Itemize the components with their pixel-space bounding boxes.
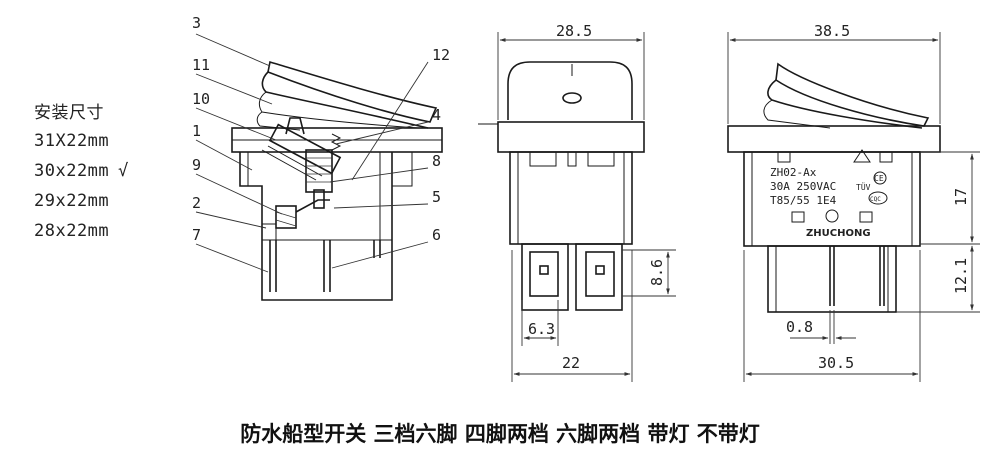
part-number-7: 7 <box>192 226 201 244</box>
part-number-4: 4 <box>432 106 441 124</box>
dim-side-width-top: 38.5 <box>814 22 850 40</box>
part-number-9: 9 <box>192 156 201 174</box>
dim-front-width-top: 28.5 <box>556 22 592 40</box>
mount-size-title: 安装尺寸 <box>34 103 104 123</box>
brand-logo-icon <box>825 209 839 223</box>
part-number-12: 12 <box>432 46 450 64</box>
side-label-brand: ZHUCHONG <box>806 228 871 239</box>
dim-height-upper: 17 <box>952 188 970 206</box>
ce-mark: CE <box>874 174 884 183</box>
cross-section-view: 3 11 10 1 9 2 7 12 4 8 5 6 <box>192 14 450 301</box>
front-view: 28.5 8.6 6.3 22 <box>478 22 676 382</box>
selected-checkmark: √ <box>118 161 129 181</box>
mount-size-option-3: 29x22mm <box>34 191 109 211</box>
dim-terminal-spacing: 8.6 <box>648 259 666 286</box>
tuv-mark: TÜV <box>856 182 871 192</box>
side-label-model: ZH02-Ax <box>770 166 817 179</box>
part-number-10: 10 <box>192 90 210 108</box>
dim-height-lower: 12.1 <box>952 258 970 294</box>
product-caption: 防水船型开关 三档六脚 四脚两档 六脚两档 带灯 不带灯 <box>240 422 760 446</box>
mount-size-option-1: 31X22mm <box>34 131 109 151</box>
side-view: ZH02-Ax 30A 250VAC T85/55 1E4 TÜV CE CQC… <box>727 22 980 382</box>
part-number-5: 5 <box>432 188 441 206</box>
part-number-11: 11 <box>192 56 210 74</box>
side-label-temp: T85/55 1E4 <box>770 194 837 207</box>
dim-pin-thickness: 0.8 <box>786 318 813 336</box>
mount-size-option-2: 30x22mm <box>34 161 109 181</box>
mount-size-list: 安装尺寸 31X22mm 30x22mm √ 29x22mm 28x22mm <box>34 103 129 241</box>
dim-front-body-width: 22 <box>562 354 580 372</box>
part-number-6: 6 <box>432 226 441 244</box>
part-number-1: 1 <box>192 122 201 140</box>
dim-terminal-width: 6.3 <box>528 320 555 338</box>
cqc-mark: CQC <box>870 196 881 203</box>
part-number-8: 8 <box>432 152 441 170</box>
mount-size-option-4: 28x22mm <box>34 221 109 241</box>
part-number-2: 2 <box>192 194 201 212</box>
part-number-3: 3 <box>192 14 201 32</box>
dim-side-body-width: 30.5 <box>818 354 854 372</box>
side-label-rating: 30A 250VAC <box>770 180 836 193</box>
